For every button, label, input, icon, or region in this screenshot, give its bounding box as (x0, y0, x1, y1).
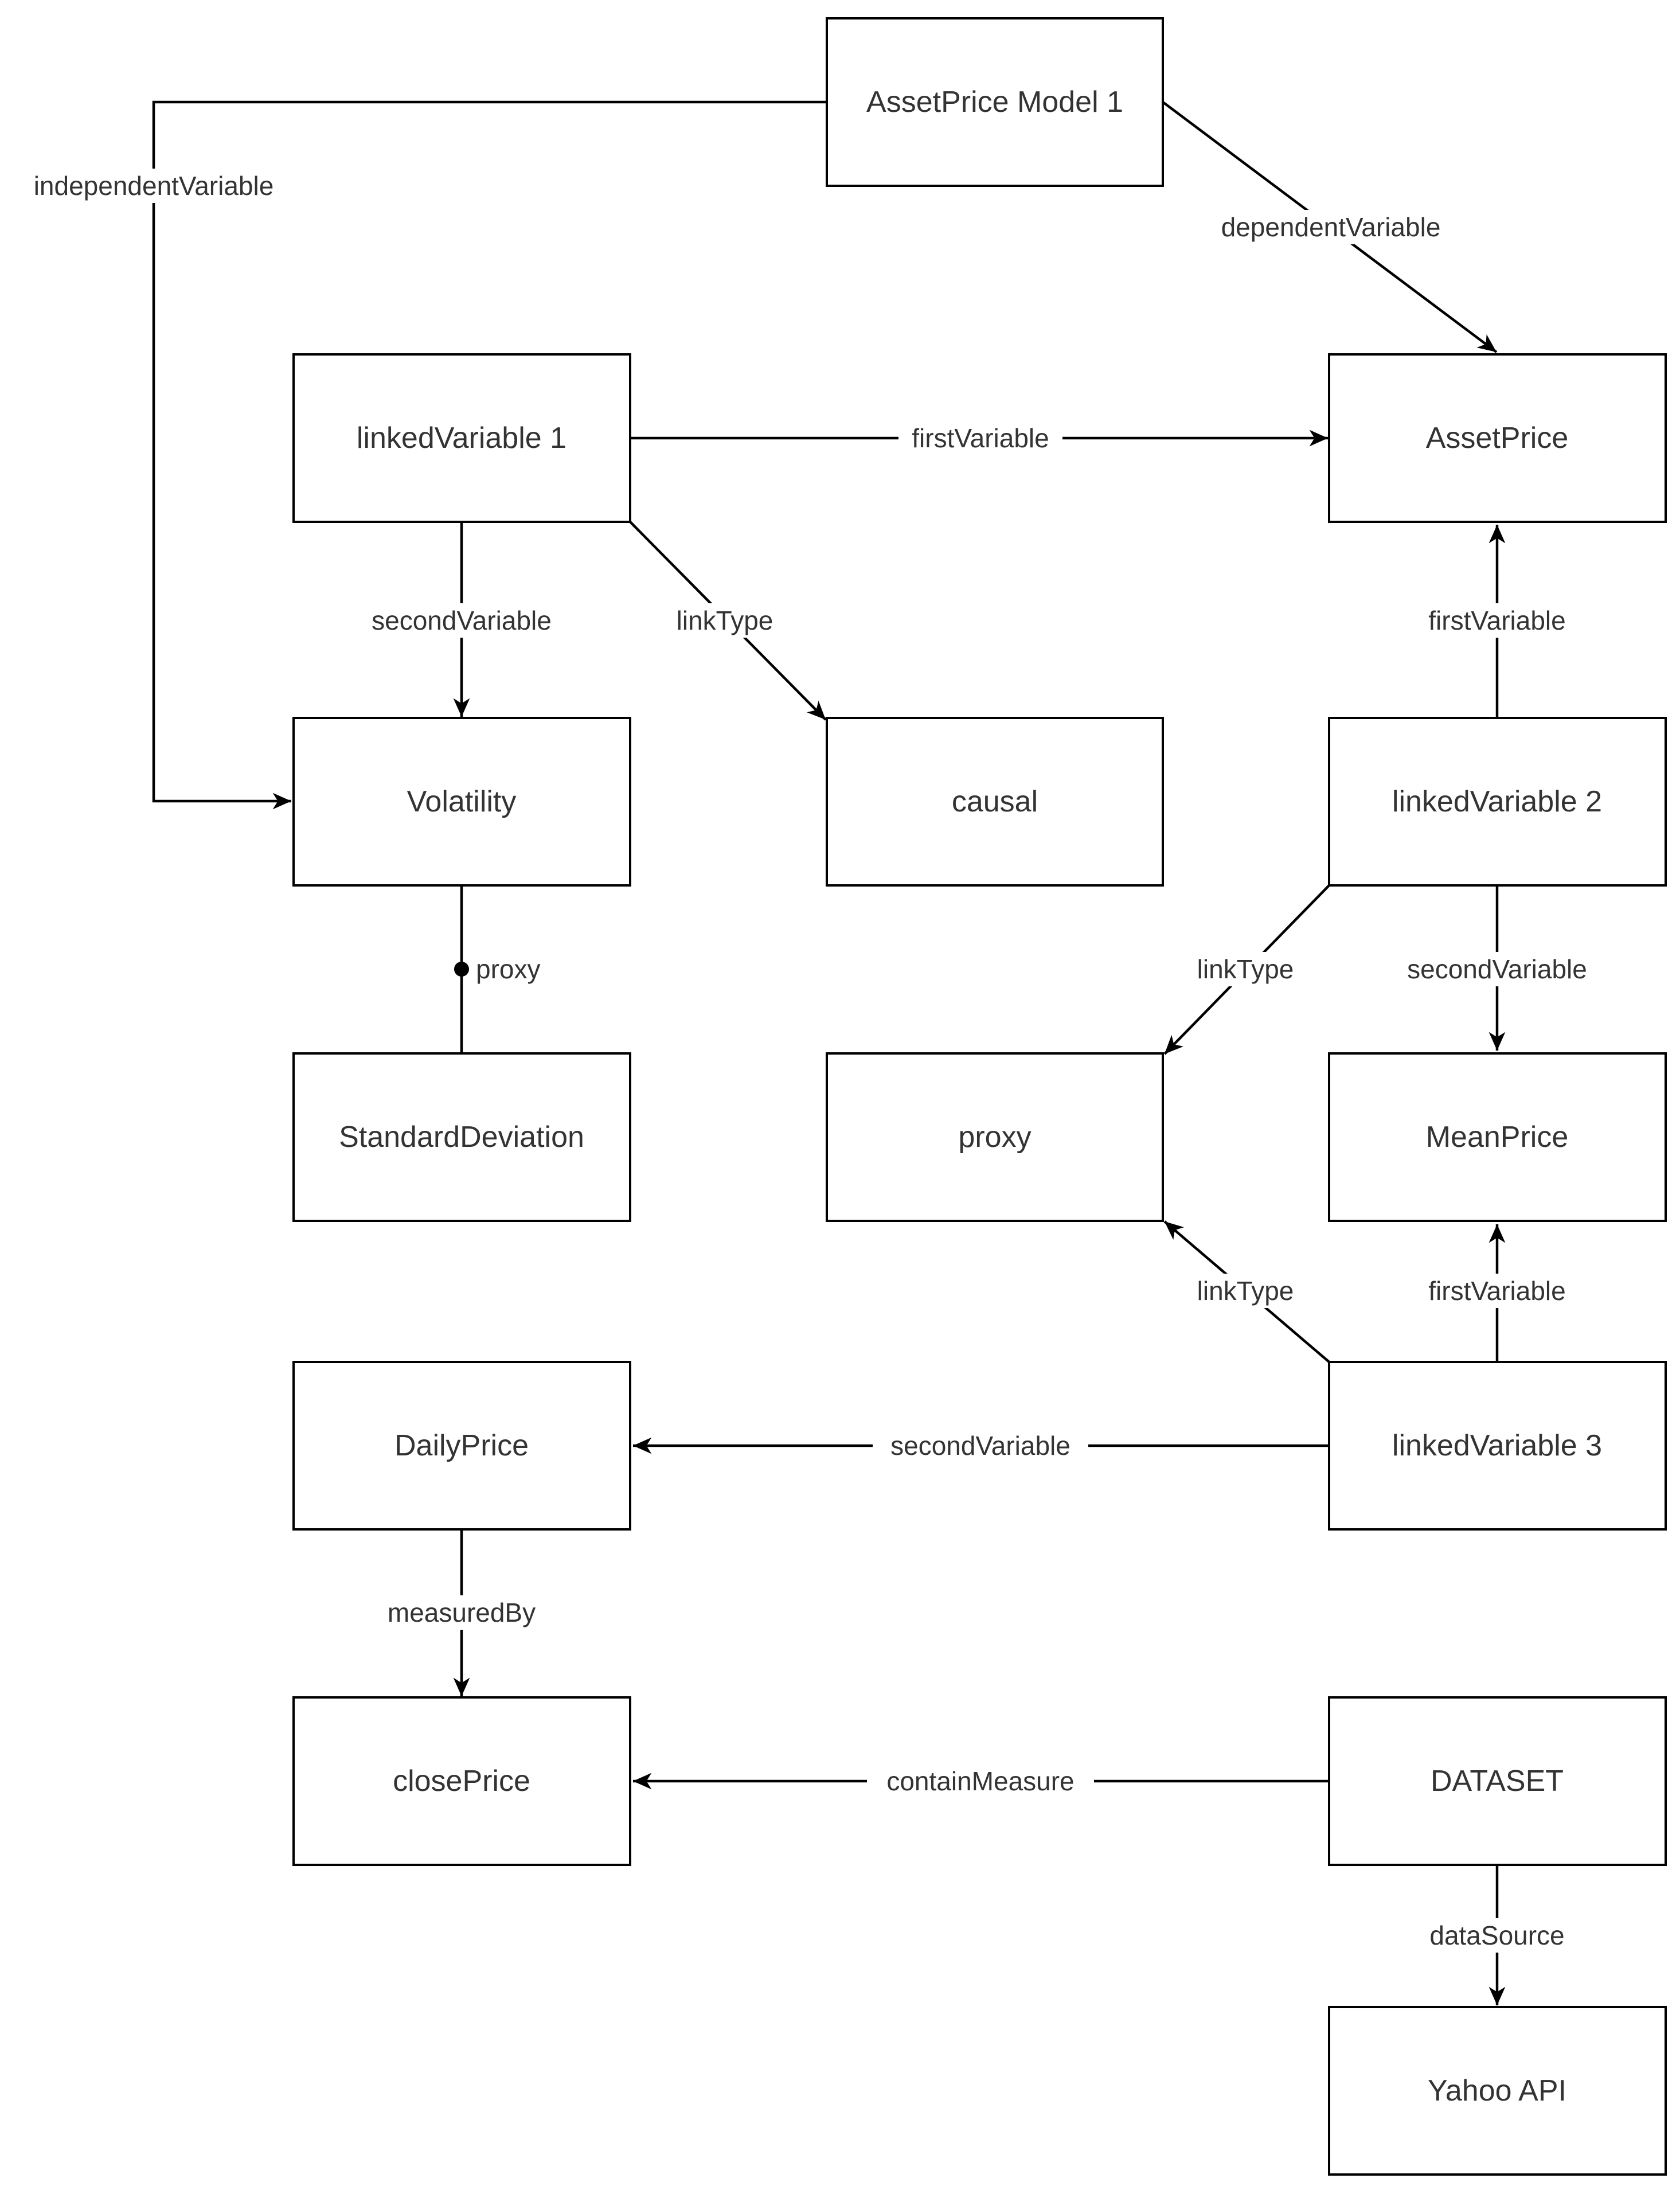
node-label: Volatility (407, 785, 517, 818)
edge-lv3-link-type: linkType (1163, 1220, 1330, 1363)
edge-lv3-first-variable: firstVariable (1415, 1224, 1579, 1362)
node-label: DailyPrice (394, 1429, 529, 1462)
node-dataset[interactable]: DATASET (1328, 1696, 1667, 1866)
node-label: closePrice (393, 1765, 530, 1798)
node-asset-price-model-1[interactable]: AssetPrice Model 1 (826, 17, 1164, 187)
edge-label-lv1-first-variable: firstVariable (912, 423, 1049, 453)
node-label: AssetPrice Model 1 (866, 85, 1123, 119)
edge-label-volatility-proxy: proxy (476, 954, 540, 984)
edge-label-lv2-first-variable: firstVariable (1428, 606, 1565, 635)
edge-measured-by: measuredBy (367, 1529, 556, 1697)
edge-lv2-link-type: linkType (1163, 884, 1330, 1055)
edge-independent-variable: independentVariable (14, 100, 827, 810)
node-asset-price[interactable]: AssetPrice (1328, 353, 1667, 523)
edge-label-independent-variable: independentVariable (34, 171, 274, 201)
node-linked-variable-2[interactable]: linkedVariable 2 (1328, 717, 1667, 887)
node-label: linkedVariable 1 (357, 421, 566, 455)
edge-contain-measure: containMeasure (632, 1764, 1329, 1798)
node-label: DATASET (1431, 1765, 1564, 1798)
node-daily-price[interactable]: DailyPrice (292, 1361, 631, 1531)
node-label: proxy (958, 1121, 1031, 1154)
node-linked-variable-3[interactable]: linkedVariable 3 (1328, 1361, 1667, 1531)
node-close-price[interactable]: closePrice (292, 1696, 631, 1866)
edge-lv3-second-variable: secondVariable (632, 1428, 1329, 1463)
edge-label-dependent-variable: dependentVariable (1221, 212, 1441, 242)
edges: independentVariable dependentVariable fi… (14, 100, 1605, 2006)
node-label: Yahoo API (1428, 2074, 1566, 2107)
edge-label-measured-by: measuredBy (388, 1598, 536, 1627)
edge-label-lv3-link-type: linkType (1197, 1276, 1294, 1306)
edge-volatility-proxy: proxy (454, 885, 540, 1053)
proxy-dot-icon (454, 962, 469, 977)
edge-label-lv3-first-variable: firstVariable (1428, 1276, 1565, 1306)
node-label: linkedVariable 3 (1392, 1429, 1602, 1462)
node-volatility[interactable]: Volatility (292, 717, 631, 887)
edge-label-contain-measure: containMeasure (886, 1766, 1074, 1796)
edge-lv1-second-variable: secondVariable (354, 522, 569, 717)
nodes: AssetPrice Model 1 linkedVariable 1 Asse… (292, 17, 1667, 2176)
node-mean-price[interactable]: MeanPrice (1328, 1052, 1667, 1222)
edge-lv2-second-variable: secondVariable (1389, 885, 1605, 1051)
edge-lv1-link-type: linkType (629, 521, 827, 721)
edge-lv1-first-variable: firstVariable (630, 421, 1329, 455)
edge-label-lv2-link-type: linkType (1197, 954, 1294, 984)
edge-dependent-variable: dependentVariable (1162, 101, 1498, 353)
edge-label-lv2-second-variable: secondVariable (1407, 954, 1587, 984)
edge-label-data-source: dataSource (1429, 1920, 1564, 1950)
node-causal[interactable]: causal (826, 717, 1164, 887)
edge-lv2-first-variable: firstVariable (1415, 524, 1579, 717)
node-linked-variable-1[interactable]: linkedVariable 1 (292, 353, 631, 523)
node-proxy[interactable]: proxy (826, 1052, 1164, 1222)
edge-data-source: dataSource (1406, 1865, 1588, 2006)
node-label: StandardDeviation (339, 1121, 584, 1154)
edge-label-lv1-second-variable: secondVariable (372, 606, 552, 635)
node-label: MeanPrice (1426, 1121, 1569, 1154)
node-standard-deviation[interactable]: StandardDeviation (292, 1052, 631, 1222)
node-yahoo-api[interactable]: Yahoo API (1328, 2006, 1667, 2176)
edge-label-lv3-second-variable: secondVariable (890, 1431, 1070, 1461)
node-label: AssetPrice (1426, 421, 1569, 455)
node-label: causal (952, 785, 1038, 818)
edge-label-lv1-link-type: linkType (677, 606, 773, 635)
node-label: linkedVariable 2 (1392, 785, 1602, 818)
